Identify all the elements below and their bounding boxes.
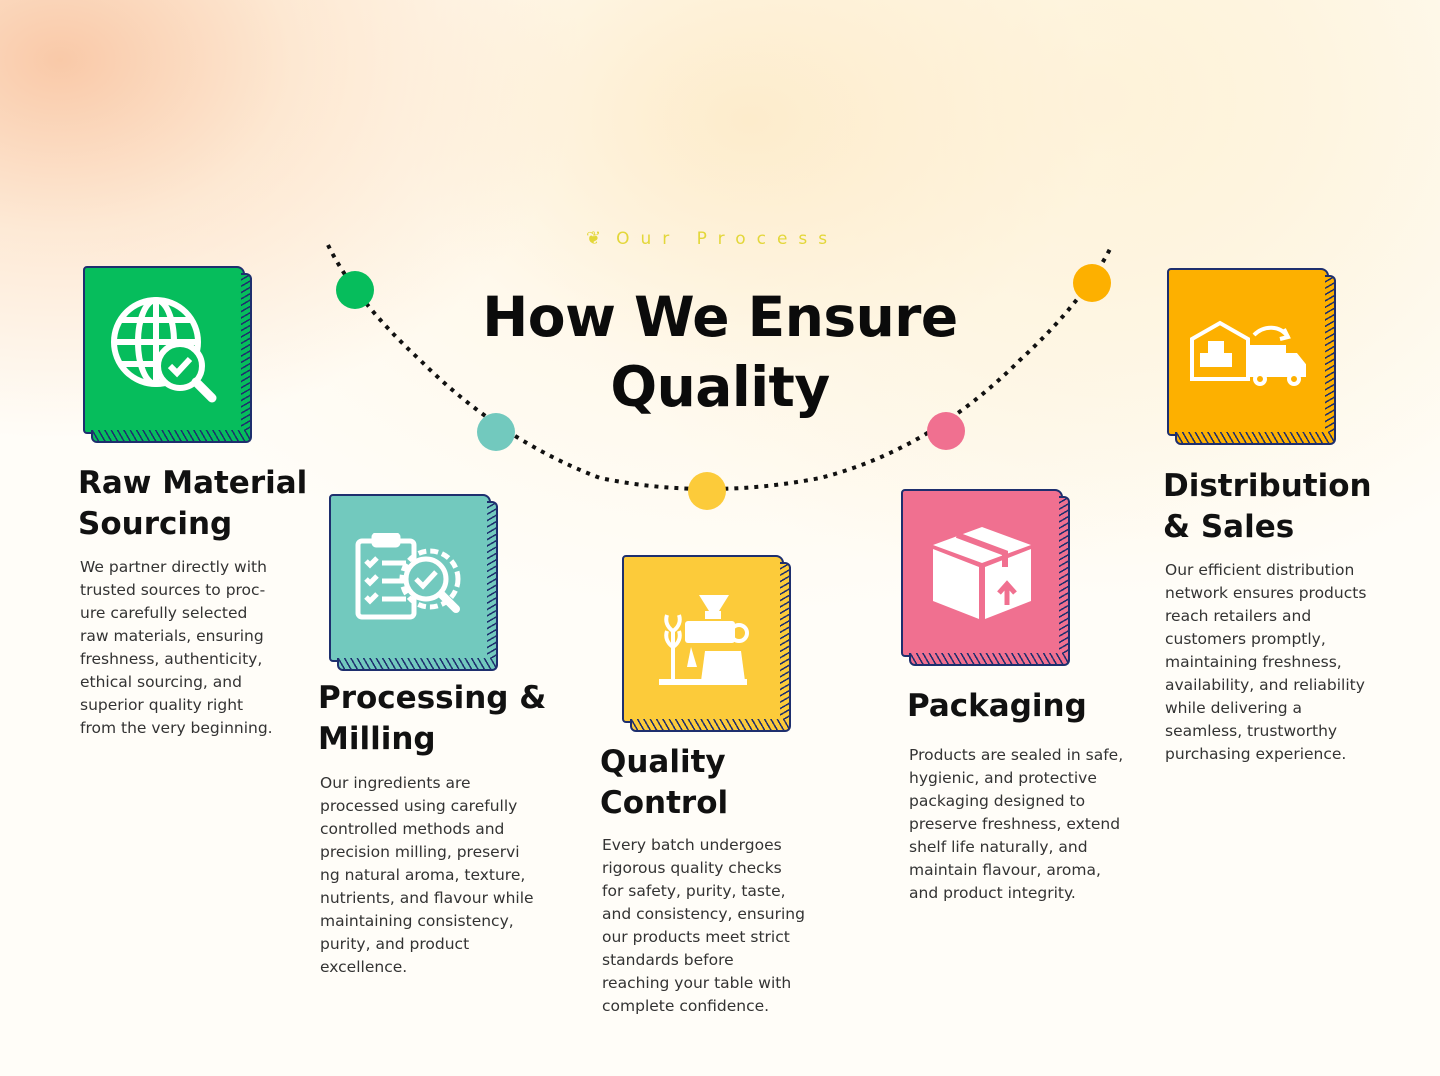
description-line: processed using carefully — [320, 797, 518, 815]
description-line: while delivering a — [1165, 699, 1303, 717]
section-eyebrow: ❦ Our Process — [586, 228, 838, 249]
title-line: Control — [600, 785, 729, 821]
timeline-dot — [927, 412, 965, 450]
description-line: maintaining freshness, — [1165, 653, 1342, 671]
description-line: purchasing experience. — [1165, 745, 1347, 763]
step-description: Products are sealed in safe, hygienic, an… — [909, 744, 1123, 905]
step-icon-card — [83, 266, 252, 443]
description-line: Our efficient distribution — [1165, 561, 1355, 579]
title-line: Distribution — [1163, 468, 1372, 504]
description-line: shelf life naturally, and — [909, 838, 1088, 856]
description-line: nutrients, and flavour while — [320, 889, 534, 907]
description-line: seamless, trustworthy — [1165, 722, 1338, 740]
step-icon-card — [1167, 268, 1336, 445]
description-line: ethical sourcing, and — [80, 673, 242, 691]
title-line: Packaging — [907, 688, 1087, 724]
title-line: How We Ensure — [482, 285, 958, 349]
description-line: freshness, authenticity, — [80, 650, 263, 668]
step-title: Processing & Milling — [318, 678, 546, 760]
grain-mill-icon — [659, 595, 749, 685]
title-line: Processing & — [318, 680, 547, 716]
globe-search-check-icon — [111, 297, 217, 403]
description-line: controlled methods and — [320, 820, 505, 838]
timeline-dot — [1073, 264, 1111, 302]
warehouse-truck-icon — [1190, 320, 1306, 386]
description-line: and consistency, ensuring — [602, 905, 805, 923]
description-line: trusted sources to proc- — [80, 581, 266, 599]
description-line: preserve freshness, extend — [909, 815, 1121, 833]
description-line: superior quality right — [80, 696, 244, 714]
description-line: complete confidence. — [602, 997, 770, 1015]
description-line: for safety, purity, taste, — [602, 882, 786, 900]
description-line: standards before — [602, 951, 734, 969]
step-description: Every batch undergoes rigorous quality ch… — [602, 834, 805, 1018]
description-line: reaching your table with — [602, 974, 792, 992]
description-line: and product integrity. — [909, 884, 1076, 902]
description-line: ure carefully selected — [80, 604, 248, 622]
step-icon-card — [901, 489, 1070, 666]
title-line: Raw Material — [78, 465, 308, 501]
description-line: purity, and product — [320, 935, 470, 953]
description-line: Products are sealed in safe, — [909, 746, 1124, 764]
title-line: Our Process — [616, 228, 839, 249]
title-line: Quality — [610, 355, 830, 419]
description-line: availability, and reliability — [1165, 676, 1365, 694]
description-line: raw materials, ensuring — [80, 627, 264, 645]
step-title: Packaging — [907, 686, 1087, 727]
step-description: We partner directly with trusted sources … — [80, 556, 273, 740]
description-line: our products meet strict — [602, 928, 790, 946]
step-icon-card — [622, 555, 791, 732]
wheat-icon: ❦ — [586, 228, 613, 249]
package-box-icon — [933, 527, 1031, 619]
description-line: We partner directly with — [80, 558, 267, 576]
description-line: precision milling, preservi — [320, 843, 520, 861]
title-line: Milling — [318, 721, 436, 757]
timeline-dot — [336, 271, 374, 309]
title-line: Quality — [600, 744, 726, 780]
step-description: Our ingredients are processed using caref… — [320, 772, 534, 979]
description-line: reach retailers and — [1165, 607, 1312, 625]
description-line: customers promptly, — [1165, 630, 1326, 648]
step-icon-card — [329, 494, 498, 671]
title-line: Sourcing — [78, 506, 233, 542]
timeline-dot — [477, 413, 515, 451]
step-title: Distribution & Sales — [1163, 466, 1372, 548]
title-line: & Sales — [1163, 509, 1295, 545]
page-title: How We Ensure Quality — [440, 282, 1000, 422]
clipboard-gear-check-icon — [355, 533, 461, 620]
timeline-dot — [688, 472, 726, 510]
description-line: hygienic, and protective — [909, 769, 1097, 787]
description-line: rigorous quality checks — [602, 859, 782, 877]
description-line: from the very beginning. — [80, 719, 273, 737]
step-description: Our efficient distribution network ensure… — [1165, 559, 1366, 766]
description-line: ng natural aroma, texture, — [320, 866, 526, 884]
description-line: excellence. — [320, 958, 408, 976]
description-line: Every batch undergoes — [602, 836, 782, 854]
description-line: maintaining consistency, — [320, 912, 514, 930]
description-line: network ensures products — [1165, 584, 1367, 602]
description-line: packaging designed to — [909, 792, 1086, 810]
description-line: maintain flavour, aroma, — [909, 861, 1101, 879]
description-line: Our ingredients are — [320, 774, 471, 792]
